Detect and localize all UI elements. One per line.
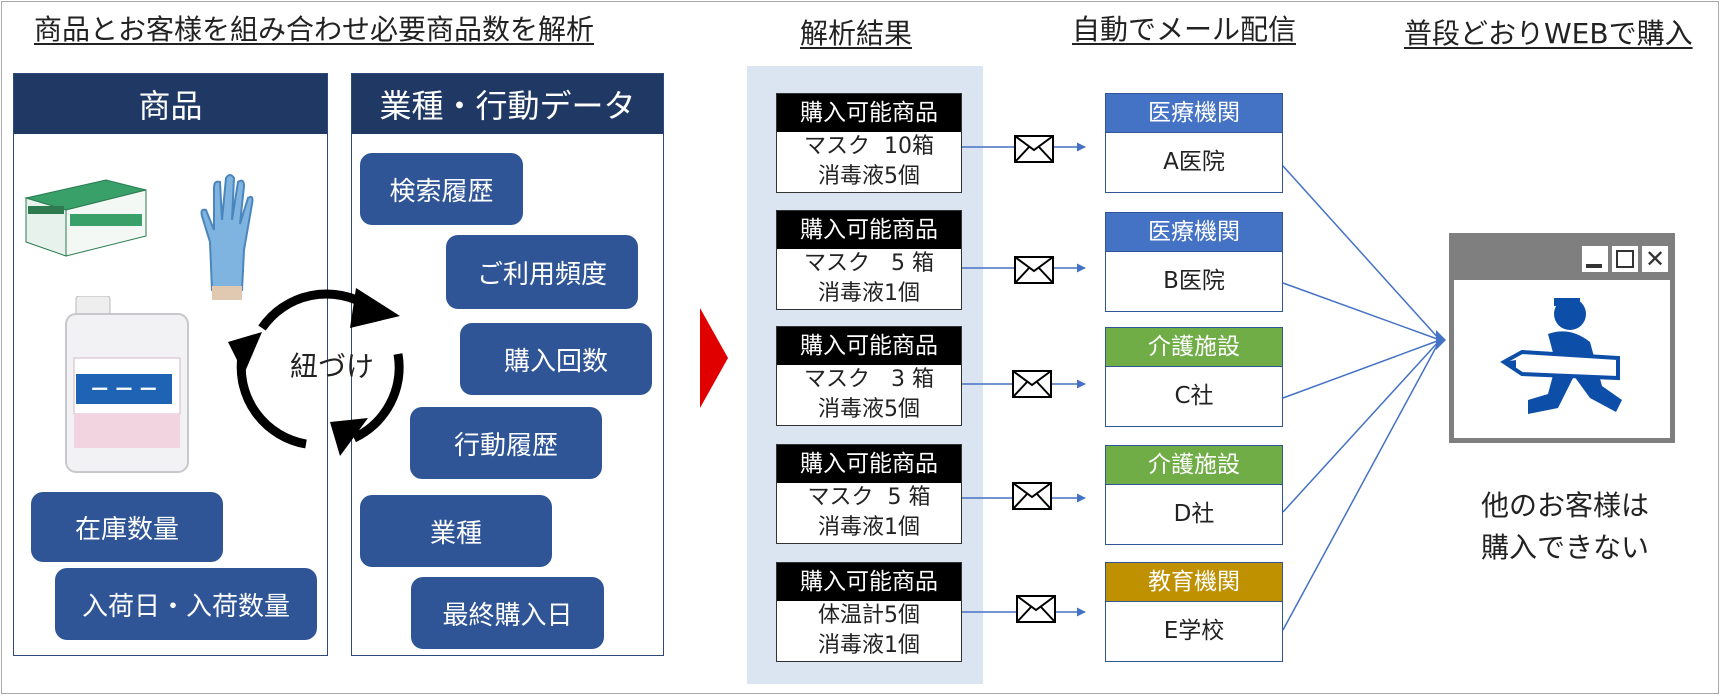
close-icon: ✕	[1642, 246, 1668, 272]
maximize-icon	[1612, 246, 1638, 272]
result-line-2: 消毒液5個	[818, 164, 920, 189]
result-line-1: 体温計5個	[818, 603, 920, 628]
customer-name: A医院	[1106, 132, 1282, 192]
main-heading: 商品とお客様を組み合わせ必要商品数を解析	[34, 13, 595, 46]
result-line-1: マスク 3 箱	[804, 367, 934, 392]
customer-name: B医院	[1106, 251, 1282, 311]
result-card-header: 購入可能商品	[777, 327, 961, 365]
cycle-arrows-icon	[228, 288, 404, 456]
result-line-1: マスク 10箱	[804, 134, 934, 159]
result-line-2: 消毒液5個	[818, 397, 920, 422]
product-pill-arrival: 入荷日・入荷数量	[55, 568, 317, 640]
purchase-note: 他のお客様は 購入できない	[1440, 485, 1690, 569]
result-line-2: 消毒液1個	[818, 633, 920, 658]
purchase-note-line-2: 購入できない	[1480, 531, 1649, 564]
result-card: 購入可能商品 マスク 10箱 消毒液5個	[776, 93, 962, 193]
flow-arrow-icon	[700, 308, 728, 408]
result-card: 購入可能商品 マスク 5 箱 消毒液1個	[776, 444, 962, 544]
glove-image	[200, 174, 254, 300]
customer-category: 介護施設	[1106, 446, 1282, 484]
result-line-2: 消毒液1個	[818, 515, 920, 540]
result-line-1: マスク 5 箱	[807, 485, 931, 510]
browser-window-icon: ✕	[1449, 233, 1675, 443]
customer-name: E学校	[1106, 601, 1282, 661]
delivery-person-icon	[1500, 298, 1622, 414]
disinfectant-bottle-image: ー ー ー	[65, 296, 189, 473]
customer-name: D社	[1106, 484, 1282, 544]
result-line-1: マスク 5 箱	[804, 251, 934, 276]
behavior-pill-industry: 業種	[360, 495, 552, 567]
result-card-header: 購入可能商品	[777, 563, 961, 601]
result-card-header: 購入可能商品	[777, 211, 961, 249]
behavior-pill-usage-frequency: ご利用頻度	[446, 235, 638, 309]
behavior-pill-purchase-count: 購入回数	[460, 323, 652, 395]
results-heading: 解析結果	[800, 17, 913, 50]
customer-name: C社	[1106, 366, 1282, 426]
svg-text:ー ー ー: ー ー ー	[91, 380, 158, 401]
customer-card: 教育機関 E学校	[1105, 562, 1283, 662]
product-panel-title: 商品	[14, 74, 327, 134]
customer-category: 医療機関	[1106, 213, 1282, 251]
mask-box-image	[24, 179, 147, 257]
behavior-pill-action-history: 行動履歴	[410, 407, 602, 479]
minimize-icon	[1582, 246, 1608, 272]
customer-card: 医療機関 A医院	[1105, 93, 1283, 193]
mail-icon	[1014, 135, 1054, 163]
cycle-label: 紐づけ	[290, 350, 375, 383]
customer-card: 医療機関 B医院	[1105, 212, 1283, 312]
purchase-note-line-1: 他のお客様は	[1480, 489, 1649, 522]
web-heading: 普段どおりWEBで購入	[1404, 17, 1693, 50]
result-card: 購入可能商品 マスク 3 箱 消毒液5個	[776, 326, 962, 426]
mail-icon	[1014, 256, 1054, 284]
customer-category: 医療機関	[1106, 94, 1282, 132]
mail-icon	[1016, 595, 1056, 623]
customer-card: 介護施設 C社	[1105, 327, 1283, 427]
customer-card: 介護施設 D社	[1105, 445, 1283, 545]
mail-icon	[1012, 370, 1052, 398]
result-card: 購入可能商品 体温計5個 消毒液1個	[776, 562, 962, 662]
result-line-2: 消毒液1個	[818, 281, 920, 306]
behavior-panel-title: 業種・行動データ	[352, 74, 663, 134]
mail-icon	[1012, 482, 1052, 510]
result-card: 購入可能商品 マスク 5 箱 消毒液1個	[776, 210, 962, 310]
result-card-header: 購入可能商品	[777, 445, 961, 483]
customer-category: 介護施設	[1106, 328, 1282, 366]
mail-heading: 自動でメール配信	[1072, 13, 1297, 46]
result-card-header: 購入可能商品	[777, 94, 961, 132]
behavior-pill-search-history: 検索履歴	[360, 153, 523, 225]
behavior-pill-last-purchase: 最終購入日	[411, 577, 604, 649]
customer-category: 教育機関	[1106, 563, 1282, 601]
product-pill-stock: 在庫数量	[31, 492, 223, 562]
